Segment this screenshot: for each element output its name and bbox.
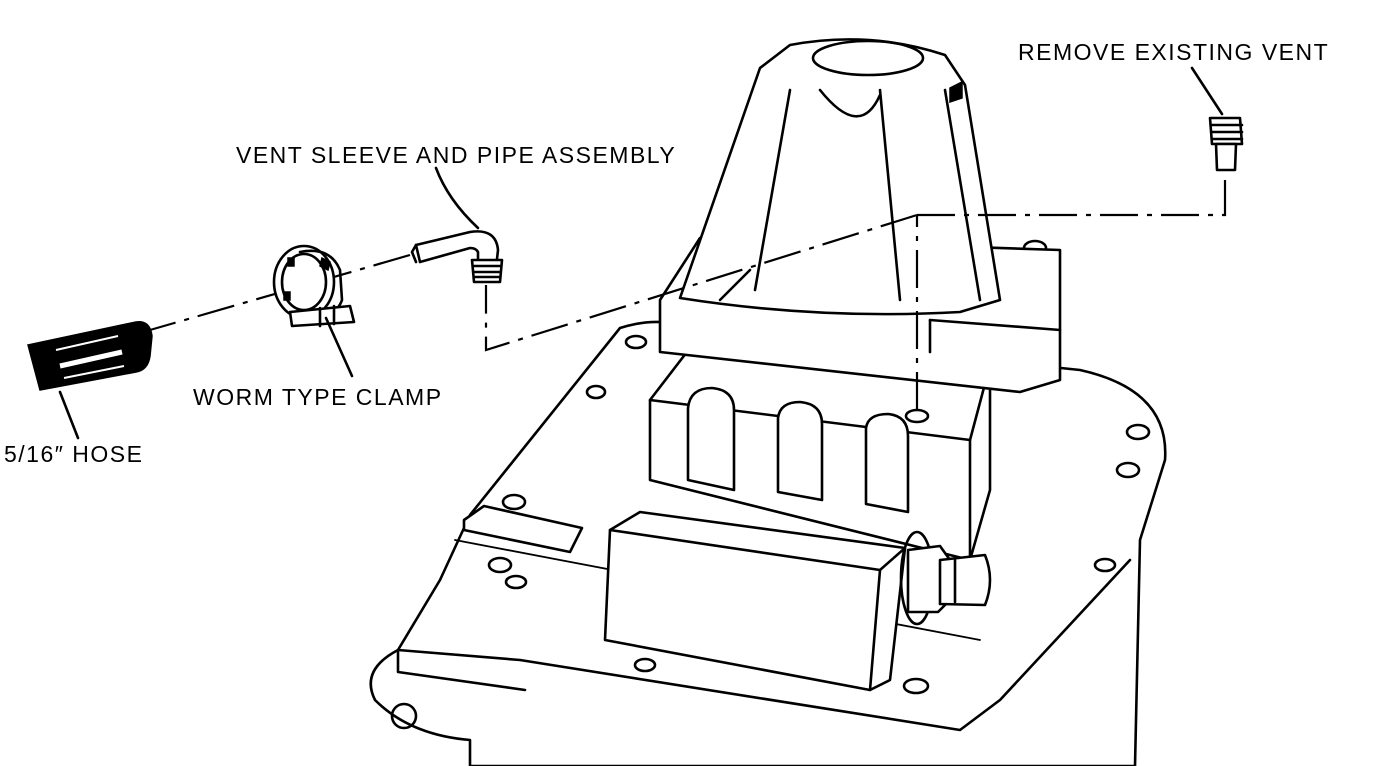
- vent-sleeve-pipe: [410, 230, 504, 284]
- housing-front-cover: [603, 510, 907, 692]
- shift-tower-opening: [811, 39, 925, 77]
- existing-vent: [1208, 116, 1244, 172]
- worm-clamp: [272, 244, 356, 328]
- housing-flange-lip: [396, 648, 527, 692]
- flange-bolt-holes: [390, 239, 1151, 730]
- housing-left-pad: [462, 504, 584, 554]
- label-remove-existing-vent: REMOVE EXISTING VENT: [1018, 39, 1329, 65]
- hose: [27, 321, 153, 391]
- shift-rail-fingers: [686, 386, 910, 514]
- leader-lines: [58, 66, 1224, 440]
- housing-side-fitting: [899, 530, 992, 626]
- shift-tower-cone: [678, 38, 1002, 316]
- transmission-housing: [369, 38, 1167, 766]
- label-worm-type-clamp: WORM TYPE CLAMP: [193, 384, 443, 410]
- label-vent-sleeve-pipe-assembly: VENT SLEEVE AND PIPE ASSEMBLY: [236, 142, 676, 168]
- housing-flange-edge: [396, 558, 1132, 732]
- label-hose: 5/16″ HOSE: [4, 441, 143, 467]
